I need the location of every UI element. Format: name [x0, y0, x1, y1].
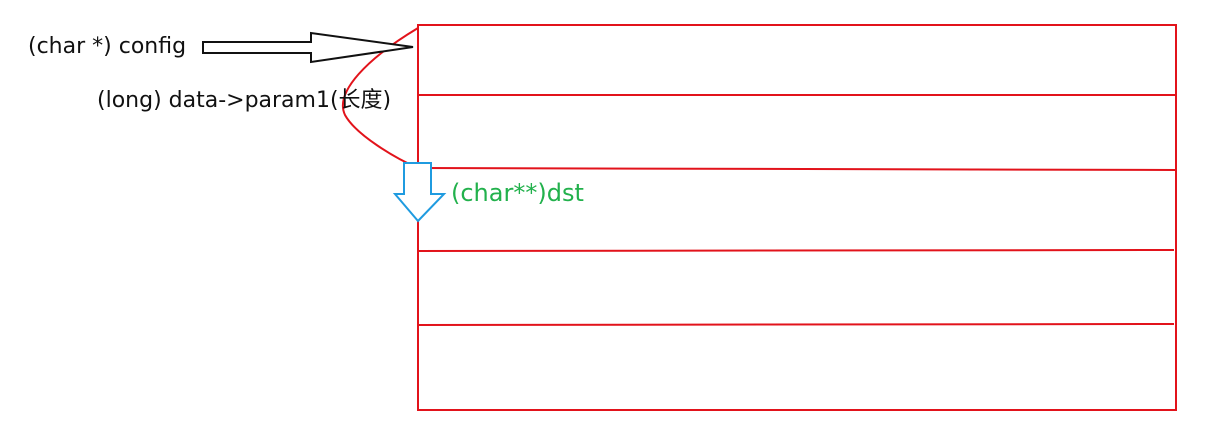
- config-pointer-arrow: [202, 31, 414, 64]
- row-divider-2: [417, 167, 1177, 171]
- dst-label: (char**)dst: [451, 179, 584, 207]
- memory-block: [417, 24, 1177, 411]
- length-bracket-curve: [342, 27, 419, 169]
- dst-pointer-arrow: [392, 162, 447, 223]
- length-label: (long) data->param1(长度): [97, 88, 392, 113]
- row-divider-4: [417, 323, 1175, 326]
- row-divider-3: [417, 249, 1175, 252]
- config-label: (char *) config: [28, 34, 187, 59]
